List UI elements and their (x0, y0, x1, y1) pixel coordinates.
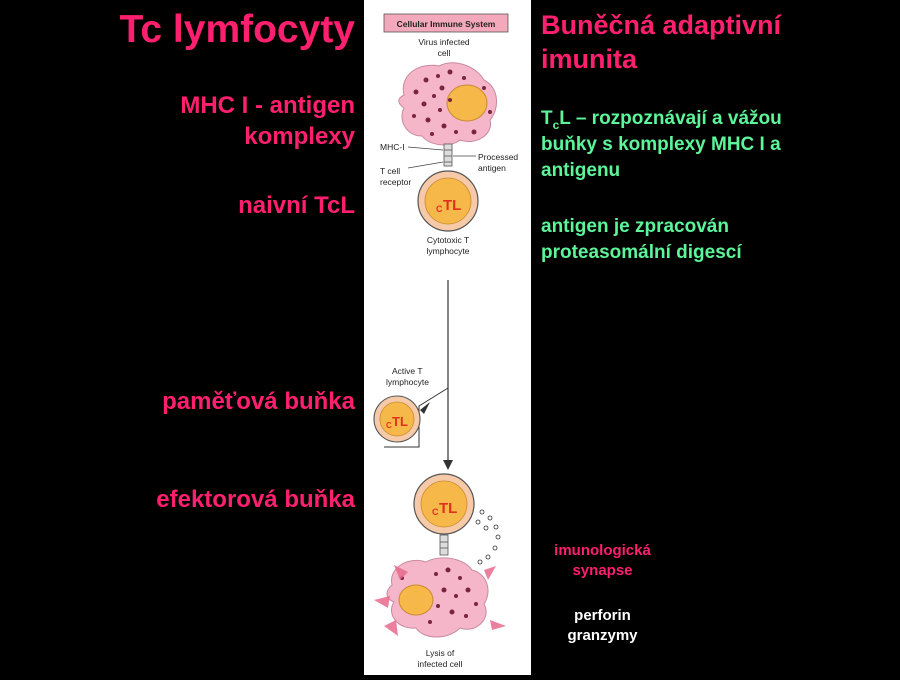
synapse-junction (439, 534, 449, 556)
tcl-T: T (541, 108, 553, 129)
tcl-line2: buňky s komplexy MHC I a (541, 134, 781, 155)
memory-ctl-cell: C TL (373, 395, 421, 443)
active-label-1: Active T (392, 366, 423, 376)
virus-cell-label-2: cell (438, 48, 451, 58)
ctl-c-3: C (432, 507, 439, 517)
memory-arrow-head (420, 402, 430, 414)
right-title-line2: imunita (541, 44, 638, 74)
virus-dots (412, 69, 492, 136)
ctl-tl-2: TL (392, 414, 408, 429)
antigen-processing-text: antigen je zpracován proteasomální diges… (541, 214, 891, 266)
tcl-rest: L – rozpoznávají a vážou (559, 108, 782, 129)
effector-cell-label: efektorová buňka (156, 486, 355, 513)
cellular-immune-diagram: Cellular Immune System Virus infected ce… (373, 13, 518, 669)
mhc-label-line2: komplexy (244, 123, 355, 150)
naive-tcl-label: naivní TcL (238, 192, 355, 219)
virus-cell-label-1: Virus infected (418, 37, 470, 47)
processed-label-2: antigen (478, 163, 506, 173)
antigen-line1: antigen je zpracován (541, 216, 729, 237)
diagram-header-text: Cellular Immune System (397, 19, 496, 29)
virus-infected-cell (398, 62, 497, 146)
lysis-label-2: infected cell (418, 659, 463, 669)
synapse-label: imunologická synapse (530, 541, 675, 581)
tcl-line3: antigenu (541, 160, 621, 181)
lysing-dots (400, 567, 478, 624)
left-title: Tc lymfocyty (119, 8, 355, 51)
mhc-label-line1: MHC I - antigen (180, 92, 355, 119)
tcell-receptor-label-1: T cell (380, 166, 400, 176)
mhc-receptor-junction (443, 143, 453, 167)
synapse-line1: imunologická (554, 542, 651, 559)
tcl-recognition-text: TcL – rozpoznávají a vážou buňky s kompl… (541, 106, 891, 184)
tcl-line1: TcL – rozpoznávají a vážou (541, 106, 891, 132)
cytotoxic-label-1: Cytotoxic T (427, 235, 469, 245)
mhc1-label: MHC-I (380, 142, 405, 152)
perforin-text: perforin (574, 607, 631, 624)
lysing-cell (374, 557, 506, 638)
synapse-line2: synapse (572, 562, 633, 579)
granzymy-text: granzymy (567, 627, 638, 644)
ctl-c-1: C (436, 204, 443, 214)
ctl-c-2: C (386, 421, 392, 430)
mhc-antigen-label: MHC I - antigen komplexy (180, 90, 355, 152)
naive-ctl-cell: C TL (417, 170, 479, 232)
right-title: Buněčná adaptivní imunita (541, 8, 896, 76)
granule-dots (475, 509, 501, 565)
tcl-sub: c (552, 118, 560, 132)
processed-label-1: Processed (478, 152, 518, 162)
tcell-receptor-label-2: receptor (380, 177, 411, 187)
active-label-2: lymphocyte (386, 377, 429, 387)
nucleus-shape (446, 84, 488, 122)
burst-marks (374, 565, 506, 636)
right-title-line1: Buněčná adaptivní (541, 10, 782, 40)
diagram-panel: Cellular Immune System Virus infected ce… (364, 0, 531, 675)
ctl-tl-3: TL (439, 500, 457, 517)
main-arrow-head (443, 460, 453, 470)
diagram-header-box (383, 13, 509, 33)
cytotoxic-label-2: lymphocyte (427, 246, 470, 256)
antigen-line2: proteasomální digescí (541, 242, 742, 263)
ctl-tl-1: TL (443, 197, 461, 214)
effector-ctl-cell: C TL (413, 473, 475, 535)
perforin-granzyme-label: perforin granzymy (530, 606, 675, 646)
lysing-nucleus (398, 584, 434, 616)
lysis-label-1: Lysis of (426, 648, 455, 658)
memory-cell-label: paměťová buňka (162, 388, 355, 415)
